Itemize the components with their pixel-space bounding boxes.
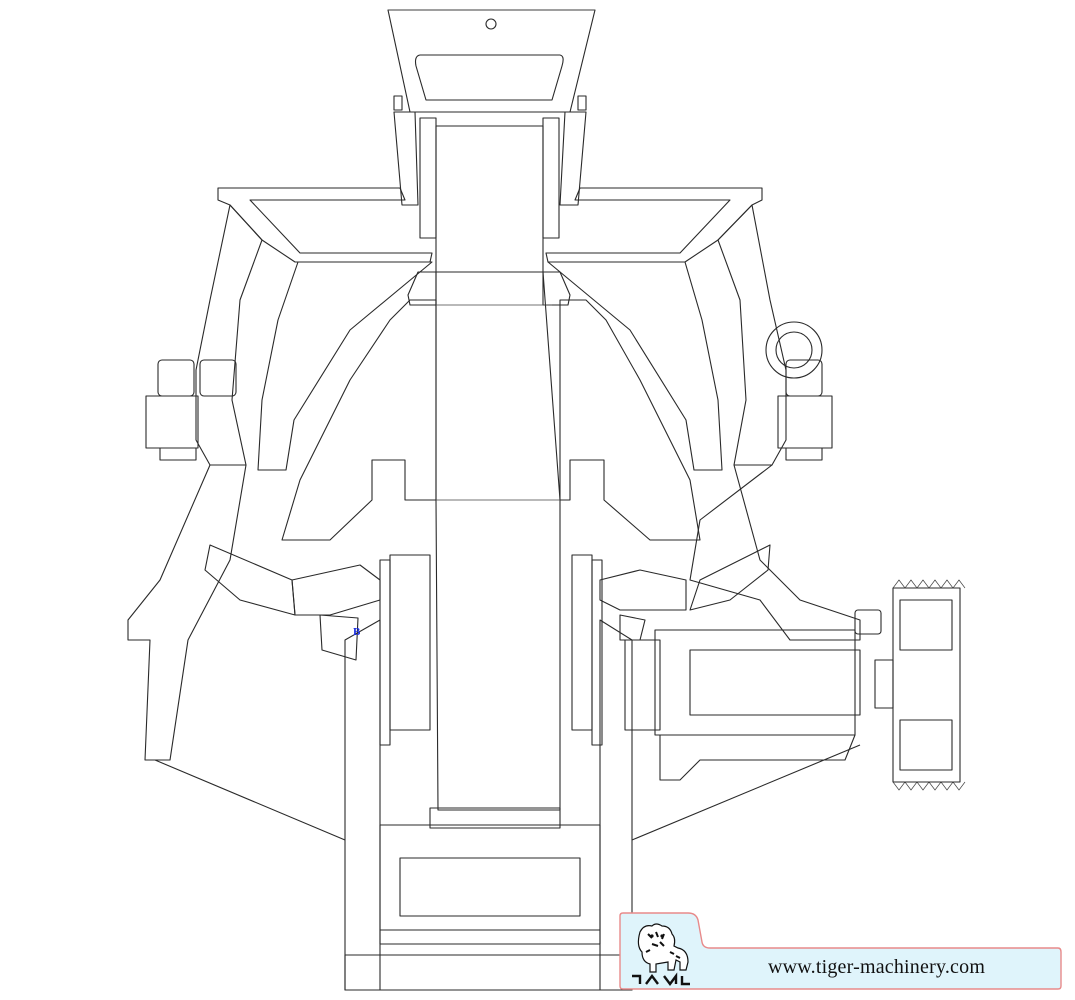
eccentric-bushing [379, 554, 603, 746]
drive-pulley [874, 579, 966, 791]
main-shaft [435, 271, 561, 811]
bowl-clamp-bolts-right [765, 321, 833, 461]
countershaft-assembly [624, 609, 882, 781]
feed-hopper [387, 9, 596, 113]
brand-panel: www.tiger-machinery.com [618, 912, 1063, 990]
top-shell-bowl [195, 187, 787, 471]
brand-url-text[interactable]: www.tiger-machinery.com [768, 956, 986, 978]
bowl-clamp-bolts-left [145, 359, 237, 461]
feed-tube-assembly [393, 95, 587, 273]
tiger-logo-icon [632, 923, 690, 986]
thrust-bearing-assembly [204, 544, 771, 661]
base-cylinder [379, 807, 601, 945]
part-label-b: B [353, 626, 361, 638]
